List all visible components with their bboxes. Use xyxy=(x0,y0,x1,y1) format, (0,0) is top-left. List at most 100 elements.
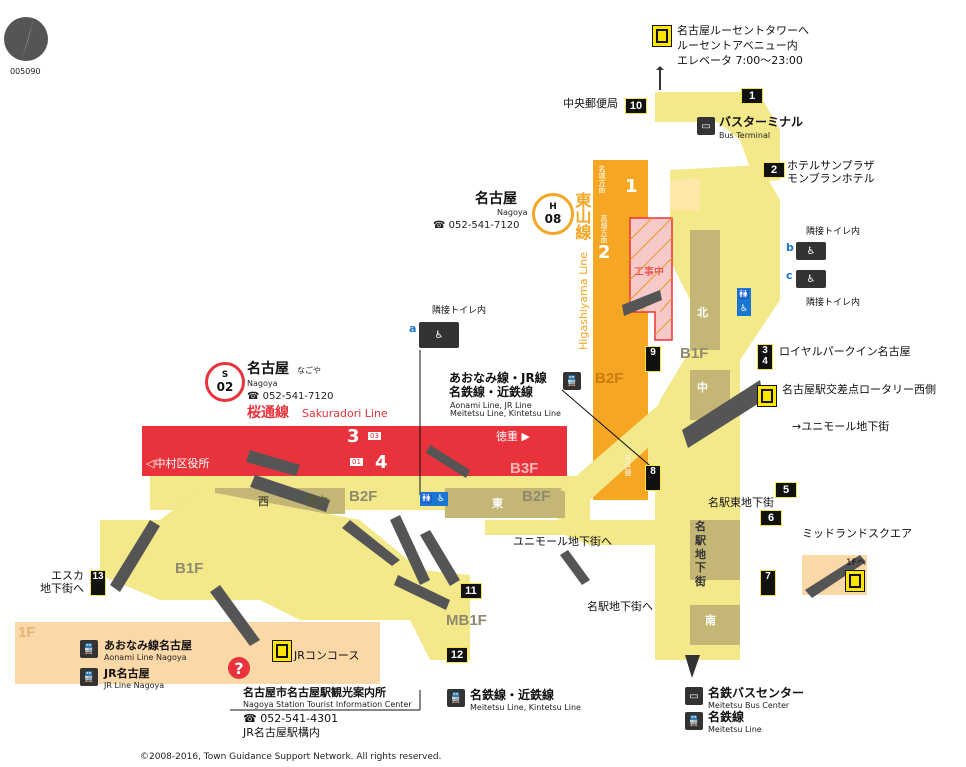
area-west-center: 西中 xyxy=(306,495,328,508)
higashiyama-phone: ☎ 052-541-7120 xyxy=(433,220,520,231)
exit-7[interactable]: 7 xyxy=(760,570,776,596)
toilet-a-letter: a xyxy=(409,322,417,335)
meitetsu-bus-en: Meitetsu Bus Center xyxy=(708,701,790,710)
sakuradori-code-badge: S 02 xyxy=(205,362,245,402)
copyright: ©2008-2016, Town Guidance Support Networ… xyxy=(140,752,442,762)
corridor-b1f xyxy=(100,490,470,660)
compass xyxy=(4,17,48,61)
higashiyama-dir-3: 藤が丘 xyxy=(624,455,632,476)
sakuradori-station-name-en: Nagoya xyxy=(247,379,278,388)
aonami-jr-label: あおなみ線・JR線 xyxy=(449,371,547,385)
sakuradori-line-name: 桜通線 xyxy=(247,405,289,421)
bus-icon: ▭ xyxy=(697,117,715,135)
meitetsu-bottom-en: Meitetsu Line, Kintetsu Line xyxy=(470,703,581,712)
higashiyama-station-name: 名古屋 xyxy=(475,191,517,207)
elevator-icon-jr xyxy=(272,640,292,662)
higashiyama-dir-1: 名城方面 xyxy=(598,165,607,193)
meitetsu-bottom-label: 名鉄線・近鉄線 xyxy=(470,688,555,702)
jr-nagoya-en: JR Line Nagoya xyxy=(104,681,165,690)
train-icon-center: 🚆 xyxy=(563,372,581,390)
bus-terminal-en: Bus Terminal xyxy=(719,131,771,140)
exit-12[interactable]: 12 xyxy=(446,647,468,663)
rotary-label: 名古屋駅交差点ロータリー西側 xyxy=(782,383,936,396)
higashiyama-platform-2: 2 xyxy=(598,242,611,263)
sakuradori-platform-4: 4 xyxy=(375,452,388,473)
construction-label: 工事中 xyxy=(634,267,664,278)
sakuradori-platform-3: 3 xyxy=(347,426,360,447)
sakuradori-station-name: 名古屋 xyxy=(247,361,289,377)
sakuradori-phone: ☎ 052-541-7120 xyxy=(247,391,334,402)
exit-6[interactable]: 6 xyxy=(760,510,782,526)
wheelchair-icon: ♿ xyxy=(737,302,751,316)
tourist-info-en: Nagoya Station Tourist Information Cente… xyxy=(243,700,412,709)
exit-2-label: ホテルサンプラザ モンブランホテル xyxy=(787,159,875,185)
jr-nagoya-label: JR名古屋 xyxy=(104,667,150,680)
toilet-a-label: 隣接トイレ内 xyxy=(432,306,487,316)
floor-b2f-left: B2F xyxy=(349,488,378,505)
exit-9[interactable]: 9 xyxy=(645,346,661,372)
higashiyama-dir-2: 高畑方面 xyxy=(600,215,609,243)
toilet-c-label: 隣接トイレ内 xyxy=(806,298,861,308)
higashiyama-line-name: 東山線 xyxy=(572,192,592,240)
higashiyama-code-badge: H 08 xyxy=(532,193,574,235)
exit-10[interactable]: 10 xyxy=(625,98,647,114)
exit-8[interactable]: 8 xyxy=(645,465,661,491)
elevator-icon-midland xyxy=(845,570,865,592)
elevator-icon-rotary xyxy=(757,385,777,407)
higashiyama-line-en: Higashiyama Line xyxy=(577,252,590,350)
meitetsu-bus-label: 名鉄バスセンター xyxy=(708,686,805,700)
jr-concourse-label: JRコンコース xyxy=(294,649,360,662)
train-icon-jr: 🚆 xyxy=(80,668,98,686)
exit-13[interactable]: 13 xyxy=(90,570,106,596)
train-icon-meitetsu-bottom: 🚆 xyxy=(447,689,465,707)
exit-1[interactable]: 1 xyxy=(741,88,763,104)
toilet-a-icon: ♿ xyxy=(419,322,459,348)
wheelchair-icon-b2f: ♿ xyxy=(434,492,448,506)
exit-10-label: 中央郵便局 xyxy=(563,97,618,110)
restroom-icon-b2f: 🚻 xyxy=(420,492,434,506)
higashiyama-floor-label: B2F xyxy=(595,370,624,387)
train-icon-aonami: 🚆 xyxy=(80,640,98,658)
sakuradori-badge-01: 01 xyxy=(350,458,363,467)
exit-5-label: 名駅東地下街 xyxy=(708,496,774,509)
sakuradori-dir-west: ◁中村区役所 xyxy=(146,457,210,470)
toilet-b-label: 隣接トイレ内 xyxy=(806,227,861,237)
unimall-right-label: →ユニモール地下街 xyxy=(792,420,890,433)
area-west: 西 xyxy=(258,495,269,508)
floor-b1f-center: B1F xyxy=(680,345,709,362)
bus-icon-center: ▭ xyxy=(685,687,703,705)
exit-11[interactable]: 11 xyxy=(460,583,482,599)
sakuradori-station-kana: なごや xyxy=(297,366,321,375)
tourist-info-icon[interactable]: ? xyxy=(228,657,250,679)
sakuradori-dir-east: 徳重 ▶ xyxy=(496,430,530,443)
lucent-label: 名古屋ルーセントタワーへ ルーセントアベニュー内 エレベータ 7:00～23:0… xyxy=(677,24,809,67)
toilet-b-letter: b xyxy=(786,241,794,254)
restroom-icon: 🚻 xyxy=(737,288,751,302)
toilet-c-letter: c xyxy=(786,269,793,282)
corridor-bus-terminal xyxy=(715,95,780,182)
area-north: 北 xyxy=(697,306,708,319)
sakuradori-line-en: Sakuradori Line xyxy=(302,407,388,420)
toilet-b-icon: ♿ xyxy=(796,242,826,260)
exit-3-4[interactable]: 3 4 xyxy=(757,344,773,370)
aonami-jr-en: Aonami Line, JR Line xyxy=(450,401,532,410)
higashiyama-platform-1: 1 xyxy=(625,176,638,197)
exit-3-4-label: ロイヤルパークイン名古屋 xyxy=(779,345,911,358)
area-south: 南 xyxy=(705,614,716,627)
exit-2[interactable]: 2 xyxy=(763,162,785,178)
sakuradori-floor-label: B3F xyxy=(510,460,539,477)
floor-b1f-left: B1F xyxy=(175,560,204,577)
sakuradori-badge-03: 03 xyxy=(368,432,381,441)
exit-5[interactable]: 5 xyxy=(775,482,797,498)
floor-mb1f: MB1F xyxy=(446,612,487,629)
tourist-info-phone: ☎ 052-541-4301 xyxy=(243,712,339,725)
bus-terminal-label: バスターミナル xyxy=(719,115,804,129)
area-meieki: 名 駅 地 下 街 xyxy=(695,520,706,588)
meitetsu-kintetsu-en: Meitetsu Line, Kintetsu Line xyxy=(450,409,561,418)
floor-1f: 1F xyxy=(18,624,36,641)
aonami-nagoya-en: Aonami Line Nagoya xyxy=(104,653,187,662)
elevator-icon xyxy=(652,25,672,47)
meieki-chika-label: 名駅地下街へ xyxy=(587,600,653,613)
